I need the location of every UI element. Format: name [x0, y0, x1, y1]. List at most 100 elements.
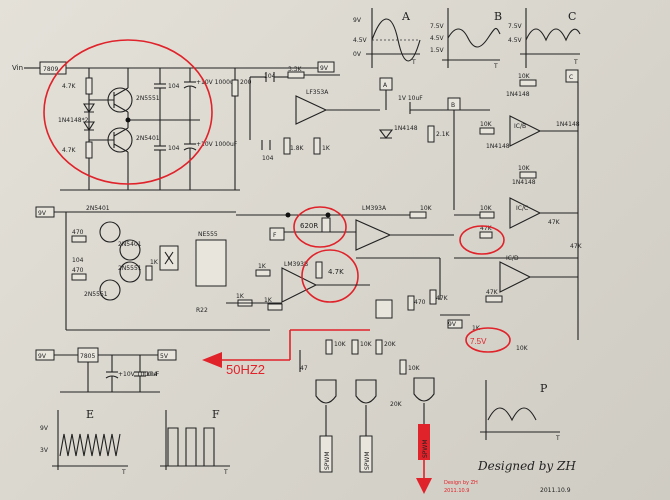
bottom-r47: 470 [414, 299, 426, 306]
q-2n5551: 2N5551 [136, 95, 160, 102]
ne555-9v: 9V [38, 210, 47, 217]
ne555-section: 9V 2N5401 470 104 470 2N5551 2N5401 2N55… [35, 205, 282, 331]
graph-a-tick-3: 0V [353, 51, 362, 58]
ne555-r22: R22 [196, 307, 208, 314]
graph-p-letter: P [540, 382, 548, 395]
stage-b-d2: 1N4148 [486, 143, 510, 150]
graph-a-axis: T [411, 59, 416, 66]
graph-f: F T [160, 408, 230, 476]
stage-a-c104: 104 [264, 73, 276, 80]
r-4k7-top: 4.7K [62, 83, 77, 90]
bottom-spwm1: SPWM [324, 451, 331, 470]
graph-c: C 7.5V 4.5V T [508, 8, 581, 68]
stage-b: 10K 1N4148 IC/B 10K 1N4148 1N4148 10K 1N… [440, 73, 583, 353]
mid-r1k: 1K [258, 263, 267, 270]
vin-regulator: 7809 [43, 66, 58, 73]
mid-ic: LM393A [362, 205, 387, 212]
graph-c-tick-2: 4.5V [508, 37, 523, 44]
c-104-bottom: 104 [168, 145, 180, 152]
red-out-tag: SPWM [422, 439, 429, 458]
stage-a-r33: 3.3K [288, 66, 303, 73]
stage-b-opamp2: IC/C [516, 205, 528, 212]
stage-b-r10k-b: 10K [480, 121, 493, 128]
mid-r10k: 10K [420, 205, 433, 212]
mid-r1ka: 1K [264, 297, 273, 304]
stage-b-opamp3: IC/D [506, 255, 519, 262]
graph-a-tick-1: 9V [353, 17, 362, 24]
design-date: 2011.10.9 [540, 487, 571, 494]
graph-b-letter: B [494, 10, 502, 23]
graph-a: A 9V 4.5V 0V T [353, 8, 421, 68]
power-stage: Vin 7809 4.7K 4.7K 1N4148*2 2N5551 [12, 39, 240, 191]
stage-b-r1k: 1K [472, 325, 481, 332]
r-4k7-bottom: 4.7K [62, 147, 77, 154]
bottom-c1: +10V 1000uF [118, 371, 160, 378]
stage-b-d1: 1N4148 [506, 91, 530, 98]
mid-r4k7: 4.7K [328, 268, 344, 276]
bottom-r47b: 47K [436, 295, 449, 302]
graph-e: E 9V 3V T [40, 408, 128, 476]
q-2n5401: 2N5401 [136, 135, 160, 142]
stamp-line-2: 2011.10.9 [444, 488, 469, 494]
bottom-reg-v: 9V [38, 353, 47, 360]
graph-b-tick-3: 1.5V [430, 47, 445, 54]
ne555-qc: 2N5551 [118, 265, 142, 272]
diodes-label: 1N4148*2 [58, 117, 89, 124]
bottom-r10k: 10K [334, 341, 347, 348]
stage-b-r47-right: 47K [570, 243, 583, 250]
graph-a-letter: A [401, 10, 411, 23]
graph-b-tick-1: 7.5V [430, 23, 445, 30]
ne555-r1k: 1K [150, 259, 159, 266]
bottom-spwm2: SPWM [364, 451, 371, 470]
c-1000uf-bottom: +10V 1000uF [196, 141, 238, 148]
graph-e-tick-1: 9V [40, 425, 49, 432]
ne555-c104: 104 [72, 257, 84, 264]
bottom-section: 9V 7805 5V +10V 1000uF 104 50HZ2 47 10K … [35, 289, 449, 494]
stamp-line-1: Design by ZH [444, 480, 478, 486]
stage-a-9v: 9V [320, 65, 329, 72]
designer-signature: Designed by ZH [477, 459, 576, 473]
stage-b-r47: 47K [548, 219, 561, 226]
graph-p: P T [480, 380, 560, 442]
stage-b-r10k: 10K [516, 345, 529, 352]
stage-b-v9: 9V [448, 321, 457, 328]
stage-a-r18: 1.8K [290, 145, 305, 152]
ne555-q: 2N5401 [86, 205, 110, 212]
stage-a-node-b: B [451, 102, 455, 109]
stage-a-c10uf: 1V 10uF [398, 95, 423, 102]
mid-lm: LM393B [284, 261, 308, 268]
stage-a-node-a: A [383, 82, 388, 89]
stage-b-r10k-d: 10K [480, 205, 493, 212]
red-output-label: 50HZ2 [226, 362, 265, 377]
bottom-r20kb: 20K [390, 401, 403, 408]
bottom-c2: 104 [146, 371, 158, 378]
stage-b-d4: 1N4148 [512, 179, 536, 186]
graph-f-letter: F [212, 408, 220, 421]
graph-e-letter: E [86, 408, 94, 421]
c-104-top: 104 [168, 83, 180, 90]
mid-r620: 620R [300, 222, 318, 230]
ne555-r470: 470 [72, 229, 84, 236]
middle-comparators: F 620R LM393A 10K LM393B 4.7K 1K 1K [236, 205, 454, 311]
stage-a-c104b: 104 [262, 155, 274, 162]
stage-b-r10k-a: 10K [518, 73, 531, 80]
ne555-r1kb: 1K [236, 293, 245, 300]
stage-b-opamp1: IC/B [514, 123, 526, 130]
stage-b-vr: 7.5V [470, 337, 487, 346]
c-1000uf-top: +10V 1000uF [196, 79, 238, 86]
stage-a: 9V 200 104 3.3K LF353A 104 1.8K 1K A 1N4… [231, 61, 579, 210]
graph-b-axis: T [493, 63, 498, 70]
stage-b-d3: 1N4148 [556, 121, 580, 128]
ne555-qb: 2N5401 [118, 241, 142, 248]
bottom-r10ka: 10K [360, 341, 373, 348]
bottom-r10kb: 10K [408, 365, 421, 372]
graph-c-letter: C [568, 10, 576, 23]
bottom-reg: 7805 [80, 353, 95, 360]
vin-label: Vin [12, 64, 23, 72]
bottom-reg-out: 5V [160, 353, 169, 360]
stage-b-r47b: 47K [480, 225, 493, 232]
graph-a-tick-2: 4.5V [353, 37, 368, 44]
graph-b-tick-2: 4.5V [430, 35, 445, 42]
